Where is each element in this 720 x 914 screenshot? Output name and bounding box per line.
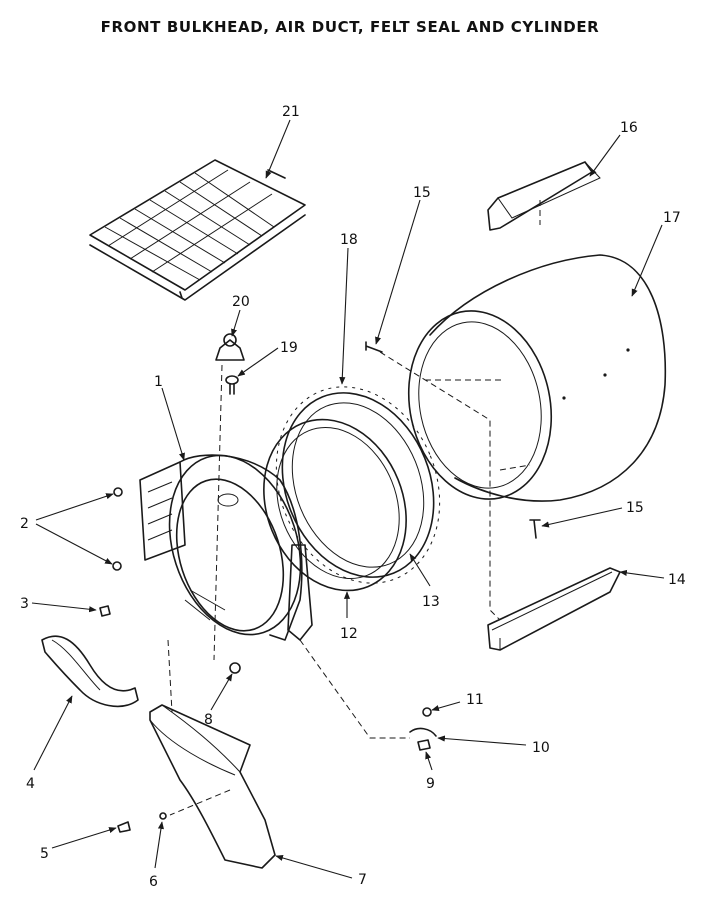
air-duct xyxy=(149,704,276,869)
callout-19: 19 xyxy=(280,340,298,356)
leader-lines xyxy=(31,119,665,879)
screw-2-upper xyxy=(113,487,123,497)
alignment-lines xyxy=(167,200,541,816)
callout-7: 7 xyxy=(358,872,367,888)
callout-8: 8 xyxy=(204,712,213,728)
callout-2: 2 xyxy=(20,516,29,532)
callout-12: 12 xyxy=(340,626,358,642)
screw-8 xyxy=(229,662,241,674)
screw-19 xyxy=(225,375,239,395)
callout-17: 17 xyxy=(663,210,681,226)
callout-3: 3 xyxy=(20,596,29,612)
callout-11: 11 xyxy=(466,692,484,708)
screw-15-upper xyxy=(365,341,383,353)
callout-6: 6 xyxy=(149,874,158,890)
idler-pulley xyxy=(215,333,245,361)
nut-3 xyxy=(99,605,111,617)
drying-rack xyxy=(89,159,306,301)
felt-seal xyxy=(263,418,407,592)
baffle xyxy=(487,161,601,231)
cylinder-support xyxy=(487,567,621,651)
callout-14: 14 xyxy=(668,572,686,588)
screw-5 xyxy=(117,821,131,833)
cylinder xyxy=(407,254,667,502)
callout-labels: 21 16 15 17 18 20 19 1 2 3 4 5 6 7 8 12 … xyxy=(20,104,686,890)
clip-10 xyxy=(409,727,437,737)
callout-15-lower: 15 xyxy=(626,500,644,516)
callout-15-upper: 15 xyxy=(413,185,431,201)
clip-9 xyxy=(417,739,431,751)
callout-9: 9 xyxy=(426,776,435,792)
callout-10: 10 xyxy=(532,740,550,756)
callout-18: 18 xyxy=(340,232,358,248)
front-bulkhead xyxy=(139,454,313,641)
screw-2-lower xyxy=(112,561,122,571)
screw-6 xyxy=(159,812,167,820)
callout-1: 1 xyxy=(154,374,163,390)
callout-4: 4 xyxy=(26,776,35,792)
diagram-title: FRONT BULKHEAD, AIR DUCT, FELT SEAL AND … xyxy=(100,18,600,36)
callout-5: 5 xyxy=(40,846,49,862)
callout-13: 13 xyxy=(422,594,440,610)
callout-16: 16 xyxy=(620,120,638,136)
callout-21: 21 xyxy=(282,104,300,120)
clip-11 xyxy=(422,707,432,717)
screw-15-lower xyxy=(529,519,541,539)
duct-seal xyxy=(41,635,139,708)
callout-20: 20 xyxy=(232,294,250,310)
bearing-ring xyxy=(275,386,441,584)
